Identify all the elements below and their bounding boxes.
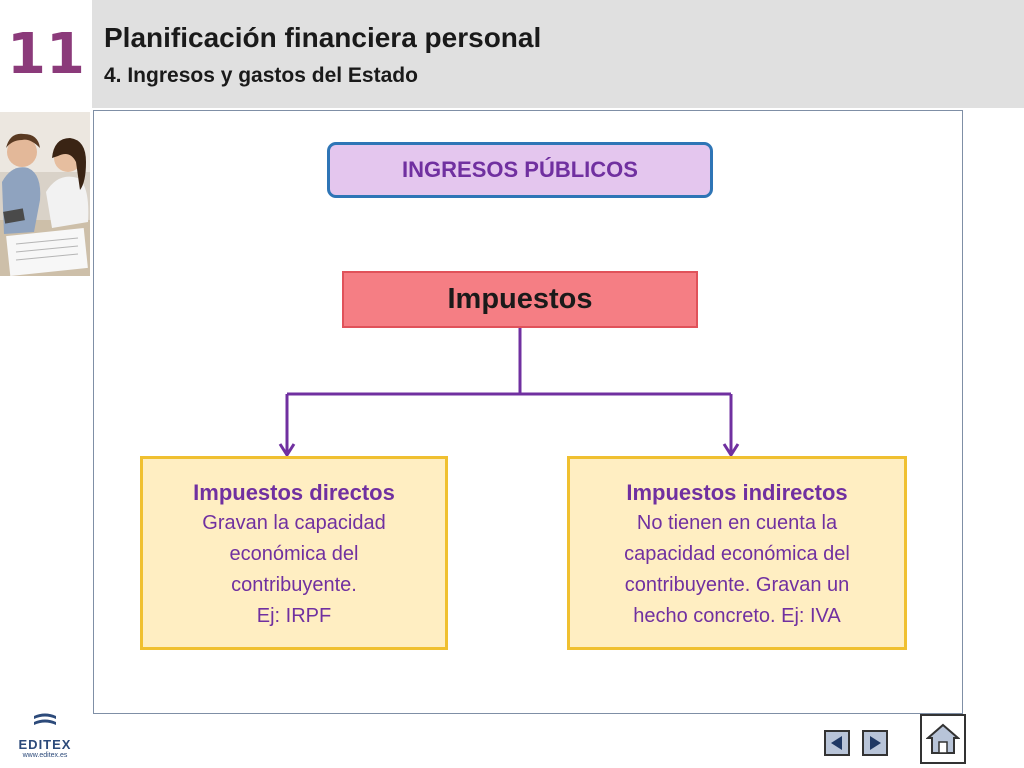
editex-logo-icon	[34, 713, 56, 725]
directos-description: Gravan la capacidad económica del contri…	[202, 512, 386, 596]
header-bar	[0, 0, 1024, 108]
editex-logo: EDITEX www.editex.es	[12, 712, 78, 762]
next-arrow-icon	[870, 736, 881, 750]
prev-arrow-icon	[831, 736, 842, 750]
directos-example: Ej: IRPF	[256, 605, 332, 627]
indirectos-title: Impuestos indirectos	[626, 480, 848, 505]
page-title: Planificación financiera personal	[104, 22, 542, 53]
logo-text: EDITEX	[18, 737, 72, 752]
home-button[interactable]	[920, 714, 966, 764]
couple-photo	[0, 112, 90, 276]
home-icon	[926, 723, 960, 754]
logo-url: www.editex.es	[22, 752, 68, 759]
page-subtitle: 4. Ingresos y gastos del Estado	[104, 64, 418, 87]
indirectos-description: No tienen en cuenta la capacidad económi…	[624, 512, 850, 627]
impuestos-box: Impuestos	[342, 271, 698, 328]
ingresos-publicos-box: INGRESOS PÚBLICOS	[327, 142, 713, 198]
impuestos-indirectos-box: Impuestos indirectos No tienen en cuenta…	[567, 456, 907, 650]
directos-title: Impuestos directos	[193, 480, 395, 505]
impuestos-directos-box: Impuestos directos Gravan la capacidad e…	[140, 456, 448, 650]
chapter-number: 11	[0, 0, 92, 108]
previous-button[interactable]	[824, 730, 850, 756]
next-button[interactable]	[862, 730, 888, 756]
